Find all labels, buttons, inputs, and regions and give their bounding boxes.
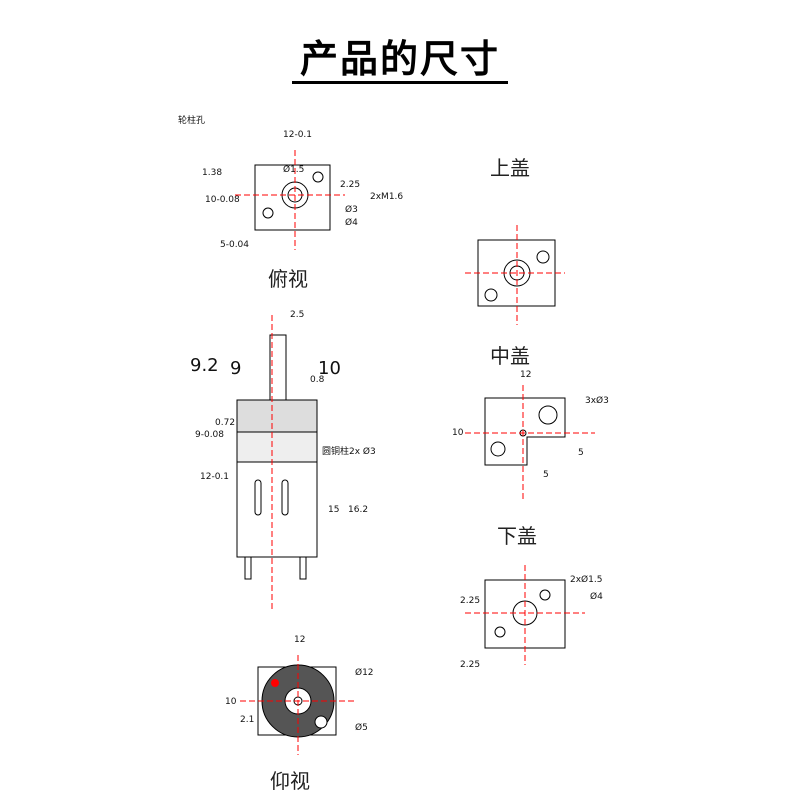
dim-16-2: 16.2: [348, 505, 369, 515]
dim-138: 1.38: [202, 168, 223, 178]
dim-12b: 12-0.1: [200, 472, 230, 482]
page-title: 产品的尺寸: [0, 28, 800, 84]
dim-9b: 9-0.08: [195, 430, 225, 440]
dim-d4: Ø4: [345, 218, 358, 228]
dim-d15: Ø1.5: [283, 165, 305, 175]
label-top-view: 俯视: [268, 267, 308, 291]
dim-l225b: 2.25: [460, 660, 481, 670]
dim-15: 15: [328, 505, 340, 515]
dim-b21: 2.1: [240, 715, 255, 725]
dim-w12: 12-0.1: [283, 130, 313, 140]
dim-bd12: Ø12: [355, 668, 374, 678]
dim-d3: Ø3: [345, 205, 358, 215]
dim-9: 9: [230, 358, 242, 379]
dim-m5b: 5: [543, 470, 549, 480]
dim-m5a: 5: [578, 448, 584, 458]
dim-bd5: Ø5: [355, 723, 368, 733]
dim-9-2: 9.2: [190, 355, 219, 376]
label-middle-cover: 中盖: [490, 344, 530, 368]
dim-m10: 10: [452, 428, 464, 438]
dim-2-5: 2.5: [290, 310, 305, 320]
dim-225: 2.25: [340, 180, 361, 190]
dim-10b: 10: [318, 358, 341, 379]
dim-l15: 2xØ1.5: [570, 575, 603, 585]
dim-10: 10-0.08: [205, 195, 240, 205]
dim-l4: Ø4: [590, 592, 603, 602]
label-upper-cover: 上盖: [490, 156, 530, 180]
dim-0-72: 0.72: [215, 418, 236, 428]
dim-m3: 3xØ3: [585, 396, 609, 406]
dim-b10: 10: [225, 697, 237, 707]
dim-0-8: 0.8: [310, 375, 325, 385]
label-bottom-view: 仰视: [270, 769, 310, 793]
dim-m12: 12: [520, 370, 532, 380]
label-lower-cover: 下盖: [497, 524, 537, 548]
dim-m16: 2xM1.6: [370, 192, 404, 202]
dim-l225a: 2.25: [460, 596, 481, 606]
dim-pin: 圆铜柱2x Ø3: [322, 447, 376, 457]
dim-hole: 轮柱孔: [178, 116, 206, 126]
dim-5: 5-0.04: [220, 240, 250, 250]
dim-b12: 12: [294, 635, 306, 645]
